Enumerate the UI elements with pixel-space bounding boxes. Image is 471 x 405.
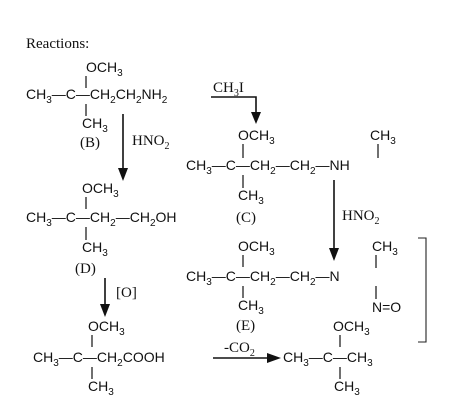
- right-bracket: [418, 237, 427, 343]
- compound-acid: OCH3 CH3—C—CH2COOH CH3: [33, 318, 165, 398]
- compound-e-n-methyl: CH3: [372, 238, 398, 258]
- compound-acid-chain: CH3—C—CH2COOH: [33, 349, 165, 369]
- arrow-c-to-e: HNO2: [329, 180, 380, 261]
- arrow-b-to-c-head: [251, 112, 261, 124]
- compound-acid-och3: OCH3: [88, 318, 125, 338]
- compound-b-ch3-lower: CH3: [82, 115, 108, 135]
- reactions-heading: Reactions:: [26, 36, 89, 52]
- label-c: (C): [236, 210, 256, 226]
- compound-final-ch3-lower: CH3: [334, 378, 360, 398]
- compound-e: OCH3 CH3 CH3—C—CH2—CH2—N CH3 N=O (E): [186, 238, 401, 334]
- compound-c: OCH3 CH3 CH3—C—CH2—CH2—NH CH3 (C): [186, 127, 396, 226]
- compound-c-chain: CH3—C—CH2—CH2—NH: [186, 157, 350, 177]
- arrow-b-to-d-head: [118, 168, 128, 181]
- reagent-hno2-second: HNO2: [342, 208, 380, 227]
- compound-e-nitroso: N=O: [372, 299, 401, 315]
- label-d: (D): [75, 261, 96, 277]
- reagent-methyl-iodide: CH3I: [213, 80, 244, 99]
- compound-final: OCH3 CH3—C—CH3 CH3: [283, 318, 373, 398]
- arrow-d-to-acid-head: [100, 304, 110, 317]
- compound-b-och3: OCH3: [86, 59, 123, 79]
- label-e: (E): [236, 318, 255, 334]
- reagent-hno2-first: HNO2: [132, 133, 170, 152]
- compound-final-och3: OCH3: [333, 318, 370, 338]
- compound-e-chain: CH3—C—CH2—CH2—N: [186, 268, 340, 288]
- compound-b-chain: CH3—C—CH2CH2NH2: [26, 86, 168, 106]
- reagent-decarboxylation: -CO2: [224, 340, 255, 359]
- arrow-c-to-e-head: [329, 248, 339, 261]
- compound-d-ch3-lower: CH3: [82, 239, 108, 259]
- arrow-acid-to-final: -CO2: [213, 340, 281, 363]
- compound-e-och3: OCH3: [238, 238, 275, 258]
- compound-c-och3: OCH3: [238, 127, 275, 147]
- arrow-b-to-c-line: [211, 96, 257, 118]
- arrow-d-to-acid: [O]: [100, 278, 137, 317]
- arrow-b-to-d: HNO2: [118, 114, 170, 181]
- arrow-acid-to-final-head: [267, 353, 281, 363]
- compound-d-och3: OCH3: [82, 180, 119, 200]
- compound-d: OCH3 CH3—C—CH2—CH2OH CH3 (D): [26, 180, 177, 277]
- compound-b: OCH3 CH3—C—CH2CH2NH2 CH3 (B): [26, 59, 168, 151]
- compound-c-ch3-lower: CH3: [238, 187, 264, 207]
- compound-e-ch3-lower: CH3: [238, 297, 264, 317]
- compound-c-n-methyl: CH3: [370, 127, 396, 147]
- compound-acid-ch3-lower: CH3: [88, 378, 114, 398]
- compound-d-chain: CH3—C—CH2—CH2OH: [26, 209, 177, 229]
- arrow-b-to-c: CH3I: [211, 80, 261, 124]
- label-b: (B): [80, 135, 100, 151]
- compound-final-chain: CH3—C—CH3: [283, 349, 373, 369]
- reagent-oxidation: [O]: [116, 285, 137, 301]
